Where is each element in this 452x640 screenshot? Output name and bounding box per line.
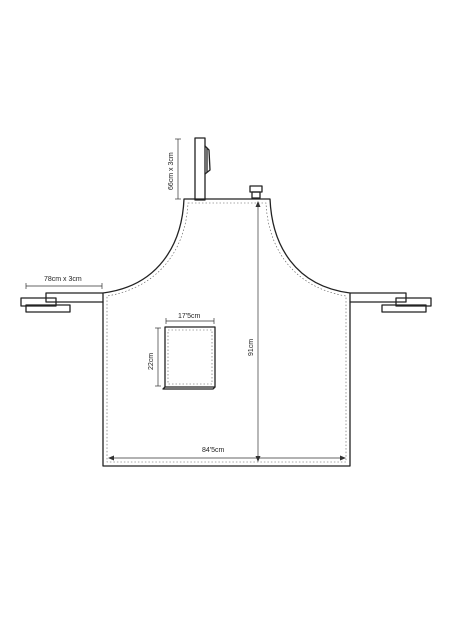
dim-neck-strap: 66cm x 3cm — [168, 138, 181, 200]
waist-tie-label: 78cm x 3cm — [44, 276, 82, 283]
pocket-width-label: 17'5cm — [178, 313, 201, 320]
apron-length-label: 91cm — [248, 339, 255, 356]
dim-apron-length: 91cm — [248, 201, 261, 462]
waist-tie-left — [20, 292, 104, 313]
neck-strap-label: 66cm x 3cm — [168, 152, 175, 190]
apron-stitching — [106, 202, 347, 463]
apron-body-outline — [102, 198, 351, 467]
waist-tie-right — [349, 292, 432, 313]
neck-strap — [194, 137, 211, 201]
dim-pocket-height: 22cm — [148, 327, 161, 387]
apron-width-label: 84'5cm — [202, 447, 225, 454]
dim-waist-tie: 78cm x 3cm — [25, 276, 103, 289]
strap-buckle — [249, 185, 263, 199]
dim-apron-width: 84'5cm — [108, 447, 346, 461]
pocket — [162, 326, 216, 390]
dim-pocket-width: 17'5cm — [165, 313, 215, 324]
pocket-height-label: 22cm — [148, 353, 155, 370]
